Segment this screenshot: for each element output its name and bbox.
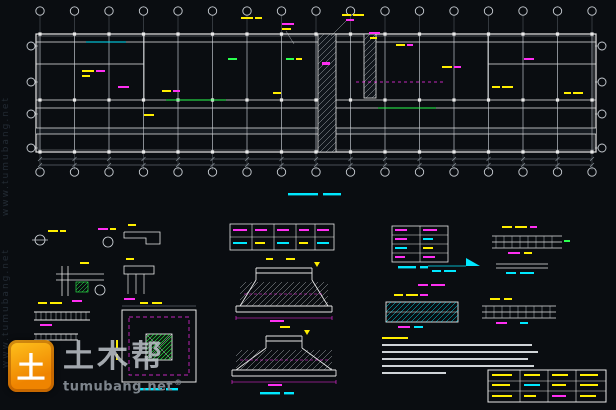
plan-annotations xyxy=(82,14,583,116)
brand-name: 土木帮 xyxy=(63,339,165,375)
brand-domain: tumubang.net® xyxy=(63,378,183,394)
side-watermark: www.tumubang.net xyxy=(1,96,11,217)
plan-accent-lines xyxy=(86,20,446,109)
stair-shaft xyxy=(317,33,377,153)
axis-bubbles-top xyxy=(35,6,597,16)
dimension-lines xyxy=(37,156,595,168)
domain-text: tumubang.net xyxy=(63,378,174,394)
title-block xyxy=(487,369,607,403)
tumubang-watermark: 土 土木帮 tumubang.net® xyxy=(8,339,183,394)
registered-mark: ® xyxy=(174,377,183,387)
notes-block xyxy=(382,337,538,374)
watermark-texts: 土木帮 tumubang.net® xyxy=(63,339,183,394)
floor-plan-drawing xyxy=(26,6,607,196)
axis-bubbles-left xyxy=(26,41,38,153)
plan-caption xyxy=(288,193,341,196)
detail-group-right xyxy=(382,225,607,403)
logo-glyph: 土 xyxy=(16,351,46,385)
tumubang-logo-icon: 土 xyxy=(8,340,54,392)
building-outline xyxy=(35,33,597,153)
axis-bubbles-right xyxy=(595,41,607,153)
detail-group-middle xyxy=(229,223,337,395)
detail-group-left xyxy=(32,224,197,391)
axis-bubbles-bottom xyxy=(35,167,597,177)
